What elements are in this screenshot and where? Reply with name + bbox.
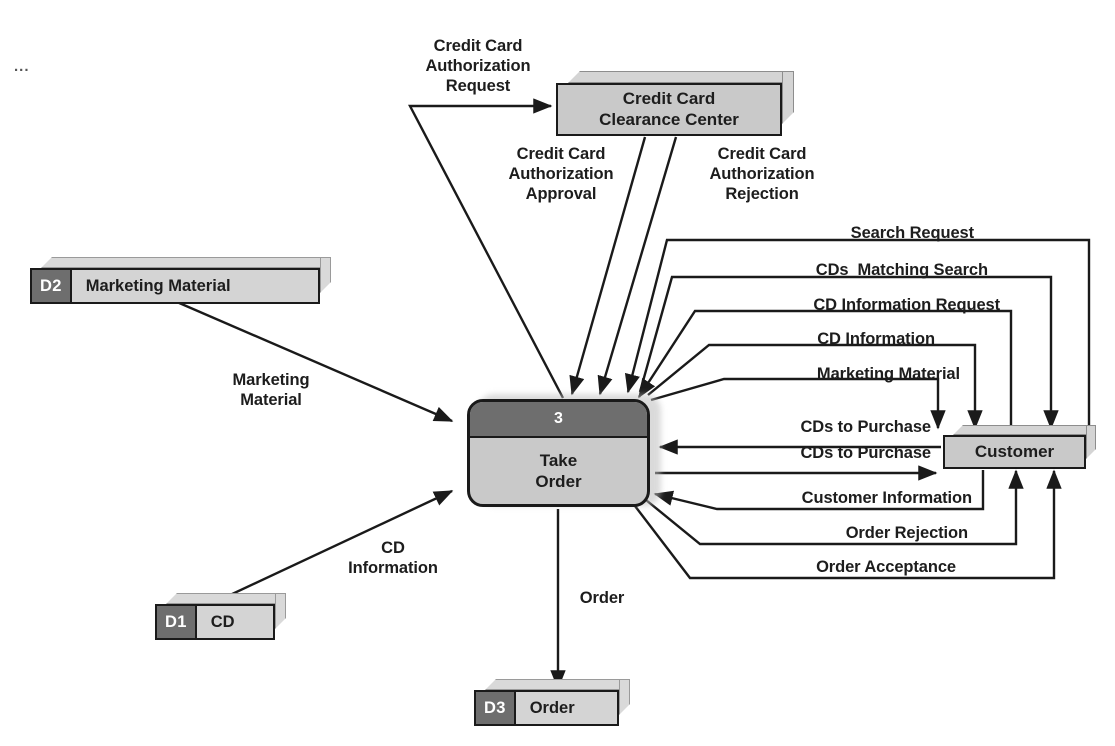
store-top-face (166, 593, 286, 604)
entity-customer[interactable]: Customer (943, 435, 1086, 469)
store-name-d1: CD (196, 604, 275, 640)
process-take-order[interactable]: 3 Take Order (467, 399, 650, 507)
store-body-d3: D3 Order (474, 690, 619, 726)
store-top-face (485, 679, 630, 690)
flow-label-cd-information-request: CD Information Request (813, 296, 1000, 314)
flow-label-cd-information-store: CD Information (348, 539, 438, 578)
flow-label-cd-information: CD Information (817, 330, 935, 348)
flow-label-marketing-material-out: Marketing Material (816, 365, 960, 383)
store-body-d2: D2 Marketing Material (30, 268, 320, 304)
entity-label-customer: Customer (943, 435, 1086, 469)
flow-label-marketing-material-store: Marketing Material (232, 371, 310, 410)
store-body-d1: D1 CD (155, 604, 275, 640)
flow-label-customer-information: Customer Information (801, 489, 972, 507)
flow-label-cc-auth-rejection: Credit Card Authorization Rejection (709, 145, 815, 204)
entity-label-credit-card-clearance-center: Credit Card Clearance Center (556, 83, 782, 136)
entity-side-face (1086, 425, 1096, 459)
flow-label-cc-auth-request: Credit Card Authorization Request (425, 37, 531, 96)
flow-label-cds-matching-search: CDs Matching Search (815, 261, 988, 279)
data-store-d1[interactable]: D1 CD (155, 604, 275, 640)
entity-top-face (568, 71, 794, 83)
flow-label-order-rejection: Order Rejection (845, 524, 968, 542)
store-name-d3: Order (515, 690, 619, 726)
data-store-d2[interactable]: D2 Marketing Material (30, 268, 320, 304)
store-side-face (275, 593, 286, 629)
flow-label-order-store: Order (579, 589, 625, 607)
flow-label-cds-to-purchase-in: CDs to Purchase (800, 418, 931, 436)
data-store-d3[interactable]: D3 Order (474, 690, 619, 726)
store-side-face (619, 679, 630, 715)
entity-credit-card-clearance-center[interactable]: Credit Card Clearance Center (556, 83, 782, 136)
flow-label-search-request: Search Request (850, 224, 974, 242)
flow-label-cc-auth-approval: Credit Card Authorization Approval (508, 145, 614, 204)
store-id-d2: D2 (30, 268, 72, 304)
process-name: Take Order (535, 450, 582, 491)
process-number: 3 (470, 402, 647, 438)
flow-label-order-acceptance: Order Acceptance (816, 558, 956, 576)
store-top-face (41, 257, 331, 268)
store-side-face (320, 257, 331, 293)
store-id-d1: D1 (155, 604, 197, 640)
flow-line-cd-information (647, 343, 983, 430)
corner-ellipsis-mark: ... (14, 58, 30, 75)
store-name-d2: Marketing Material (71, 268, 320, 304)
entity-top-face (953, 425, 1096, 435)
store-id-d3: D3 (474, 690, 516, 726)
entity-side-face (782, 71, 794, 124)
flow-label-cds-to-purchase-out: CDs to Purchase (800, 444, 931, 462)
